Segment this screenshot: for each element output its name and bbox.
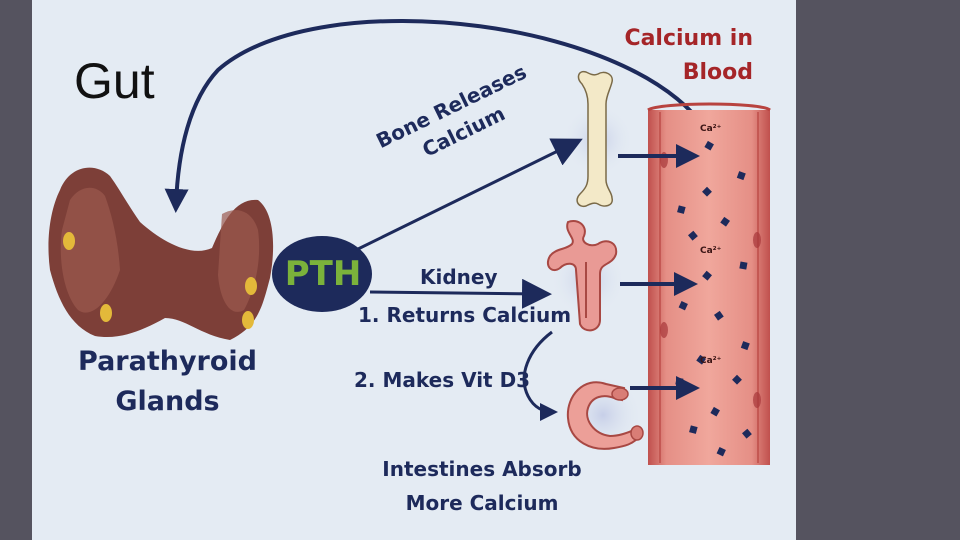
parathyroid-dot bbox=[242, 311, 254, 329]
gland-label-line2: Glands bbox=[115, 386, 220, 417]
pth-label: PTH bbox=[284, 254, 362, 294]
intestine-label: Intestines Absorb More Calcium bbox=[382, 452, 582, 520]
pth-to-bone-arrow bbox=[355, 138, 583, 252]
intestine-label-line1: Intestines Absorb bbox=[382, 457, 582, 481]
kidney-to-intestine-arrow bbox=[522, 330, 558, 421]
pth-oval bbox=[272, 236, 372, 312]
intestine-label-line2: More Calcium bbox=[405, 491, 559, 515]
intestine-illustration bbox=[563, 375, 644, 455]
ion-label: Ca²⁺ bbox=[700, 246, 722, 256]
blood-vessel-illustration bbox=[647, 102, 771, 465]
kidney-illustration bbox=[546, 220, 626, 332]
ion-label: Ca²⁺ bbox=[700, 124, 722, 134]
gland-label: Parathyroid Glands bbox=[70, 342, 265, 422]
left-margin-stripe bbox=[0, 0, 32, 540]
parathyroid-glands-illustration bbox=[48, 167, 274, 340]
parathyroid-dot bbox=[63, 232, 75, 250]
parathyroid-dot bbox=[245, 277, 257, 295]
bone-illustration bbox=[562, 70, 634, 208]
diagram-title: Calcium in Blood bbox=[600, 22, 753, 90]
pth-to-kidney-arrow bbox=[369, 278, 552, 309]
kidney-step1: 1. Returns Calcium bbox=[358, 303, 572, 327]
diagram-title-line1: Calcium in bbox=[624, 26, 753, 51]
diagram-title-line2: Blood bbox=[682, 60, 753, 85]
kidney-step2: 2. Makes Vit D3 bbox=[354, 368, 531, 392]
feedback-arrow bbox=[164, 19, 714, 213]
slide-heading: Gut bbox=[74, 53, 155, 109]
parathyroid-dot bbox=[100, 304, 112, 322]
ion-label: Ca²⁺ bbox=[700, 356, 722, 366]
kidney-label: Kidney bbox=[420, 265, 498, 289]
gland-label-line1: Parathyroid bbox=[78, 346, 257, 377]
